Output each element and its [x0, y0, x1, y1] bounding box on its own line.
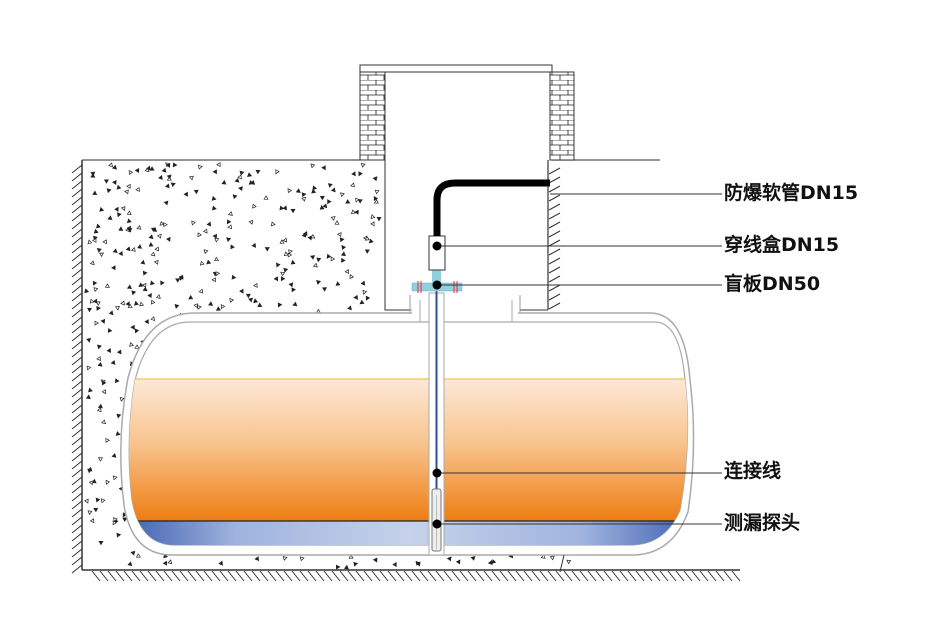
label-blind-plate: 盲板DN50 [724, 273, 821, 295]
junction-box [428, 235, 446, 271]
ground-hatch-left [71, 164, 83, 574]
fuel-layer [129, 379, 688, 521]
brick-wall-left [359, 71, 386, 161]
brick-wall-right [549, 71, 575, 161]
explosion-proof-hose [433, 179, 550, 236]
ground-hatch-right [548, 167, 561, 310]
concrete-backfill [83, 162, 572, 570]
label-leak-probe: 测漏探头 [724, 512, 801, 534]
label-junction-box: 穿线盒DN15 [724, 234, 840, 256]
ground-hatch-bottom [91, 570, 741, 582]
label-connection-cable: 连接线 [724, 460, 782, 482]
water-layer [129, 521, 688, 545]
label-explosion-proof-hose: 防爆软管DN15 [724, 182, 859, 204]
